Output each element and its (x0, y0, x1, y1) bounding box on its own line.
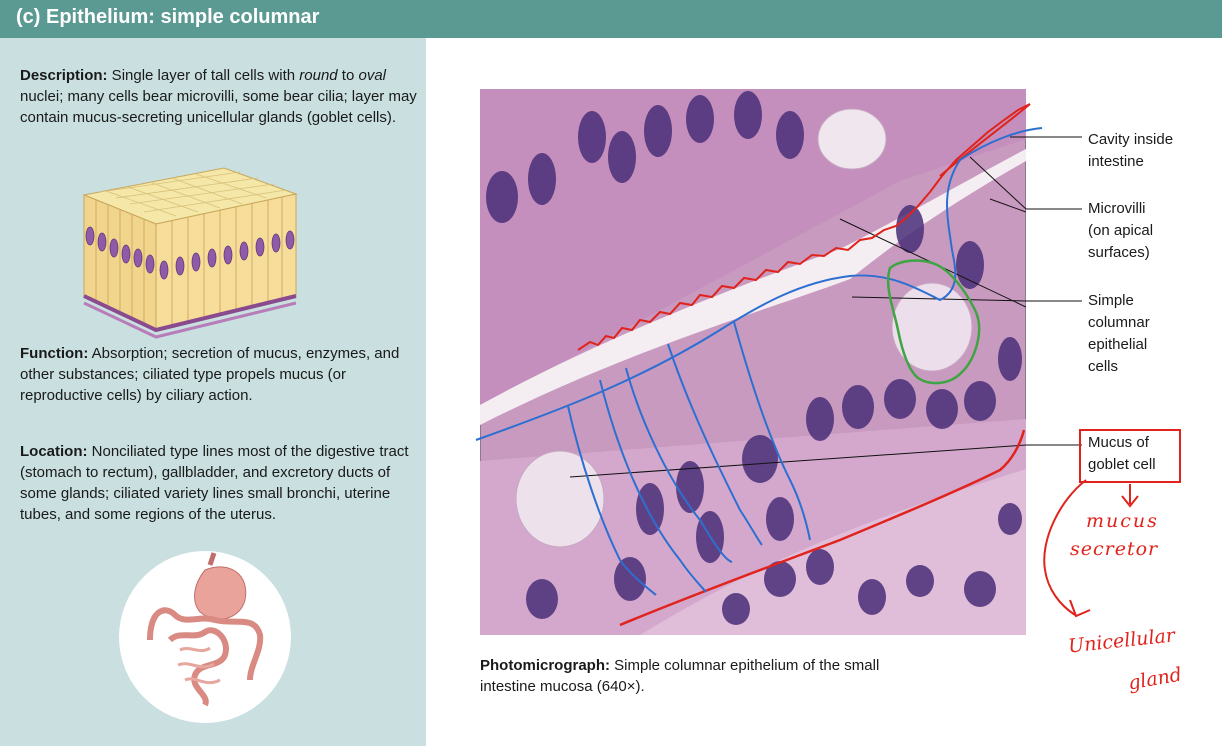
location-paragraph: Location: Nonciliated type lines most of… (20, 441, 420, 525)
description-text: Single layer of tall cells with (107, 67, 300, 84)
label-simple-line4: cells (1088, 358, 1119, 375)
label-simple-line1: Simple (1088, 292, 1134, 309)
label-microvilli-line2: (on apical (1088, 222, 1154, 239)
caption-text: Simple columnar epithelium of the small … (480, 657, 880, 695)
caption-label: Photomicrograph: (480, 657, 610, 674)
location-label: Location: (20, 443, 88, 460)
label-simple-line3: epithelial (1088, 336, 1148, 353)
photomicrograph (480, 89, 1026, 635)
label-microvilli-line3: surfaces) (1088, 244, 1150, 261)
red-down-arrow (1121, 484, 1139, 508)
label-simple-columnar: Simple columnar epithelial cells (1088, 290, 1150, 378)
label-mucus-line2: goblet cell (1088, 456, 1156, 473)
handwriting-gland: gland (1126, 663, 1184, 695)
label-microvilli-line1: Microvilli (1088, 200, 1146, 217)
handwriting-mucus: mucus (1086, 510, 1159, 532)
figure-caption: Photomicrograph: Simple columnar epithel… (480, 655, 920, 697)
label-cavity: Cavity inside intestine (1088, 129, 1173, 173)
description-oval: oval (358, 67, 387, 84)
description-round: round (299, 67, 338, 84)
handwriting-secretor: secretor (1070, 538, 1159, 560)
location-text: Nonciliated type lines most of the diges… (20, 443, 409, 523)
description-label: Description: (20, 67, 108, 84)
handwriting-unicellular: Unicellular (1067, 624, 1176, 658)
label-mucus: Mucus of goblet cell (1088, 432, 1156, 476)
function-paragraph: Function: Absorption; secretion of mucus… (20, 343, 420, 406)
description-paragraph: Description: Single layer of tall cells … (20, 65, 420, 128)
label-cavity-line2: intestine (1088, 153, 1144, 170)
label-microvilli: Microvilli (on apical surfaces) (1088, 198, 1153, 264)
description-text: to (337, 67, 359, 84)
function-label: Function: (20, 345, 89, 362)
label-cavity-line1: Cavity inside (1088, 131, 1174, 148)
function-text: Absorption; secretion of mucus, enzymes,… (20, 345, 400, 404)
section-title: (c) Epithelium: simple columnar (16, 6, 320, 28)
label-simple-line2: columnar (1088, 314, 1150, 331)
description-text: nuclei; many cells bear microvilli, some… (20, 88, 417, 126)
section-header: (c) Epithelium: simple columnar (0, 0, 1222, 38)
label-mucus-line1: Mucus of (1088, 434, 1149, 451)
